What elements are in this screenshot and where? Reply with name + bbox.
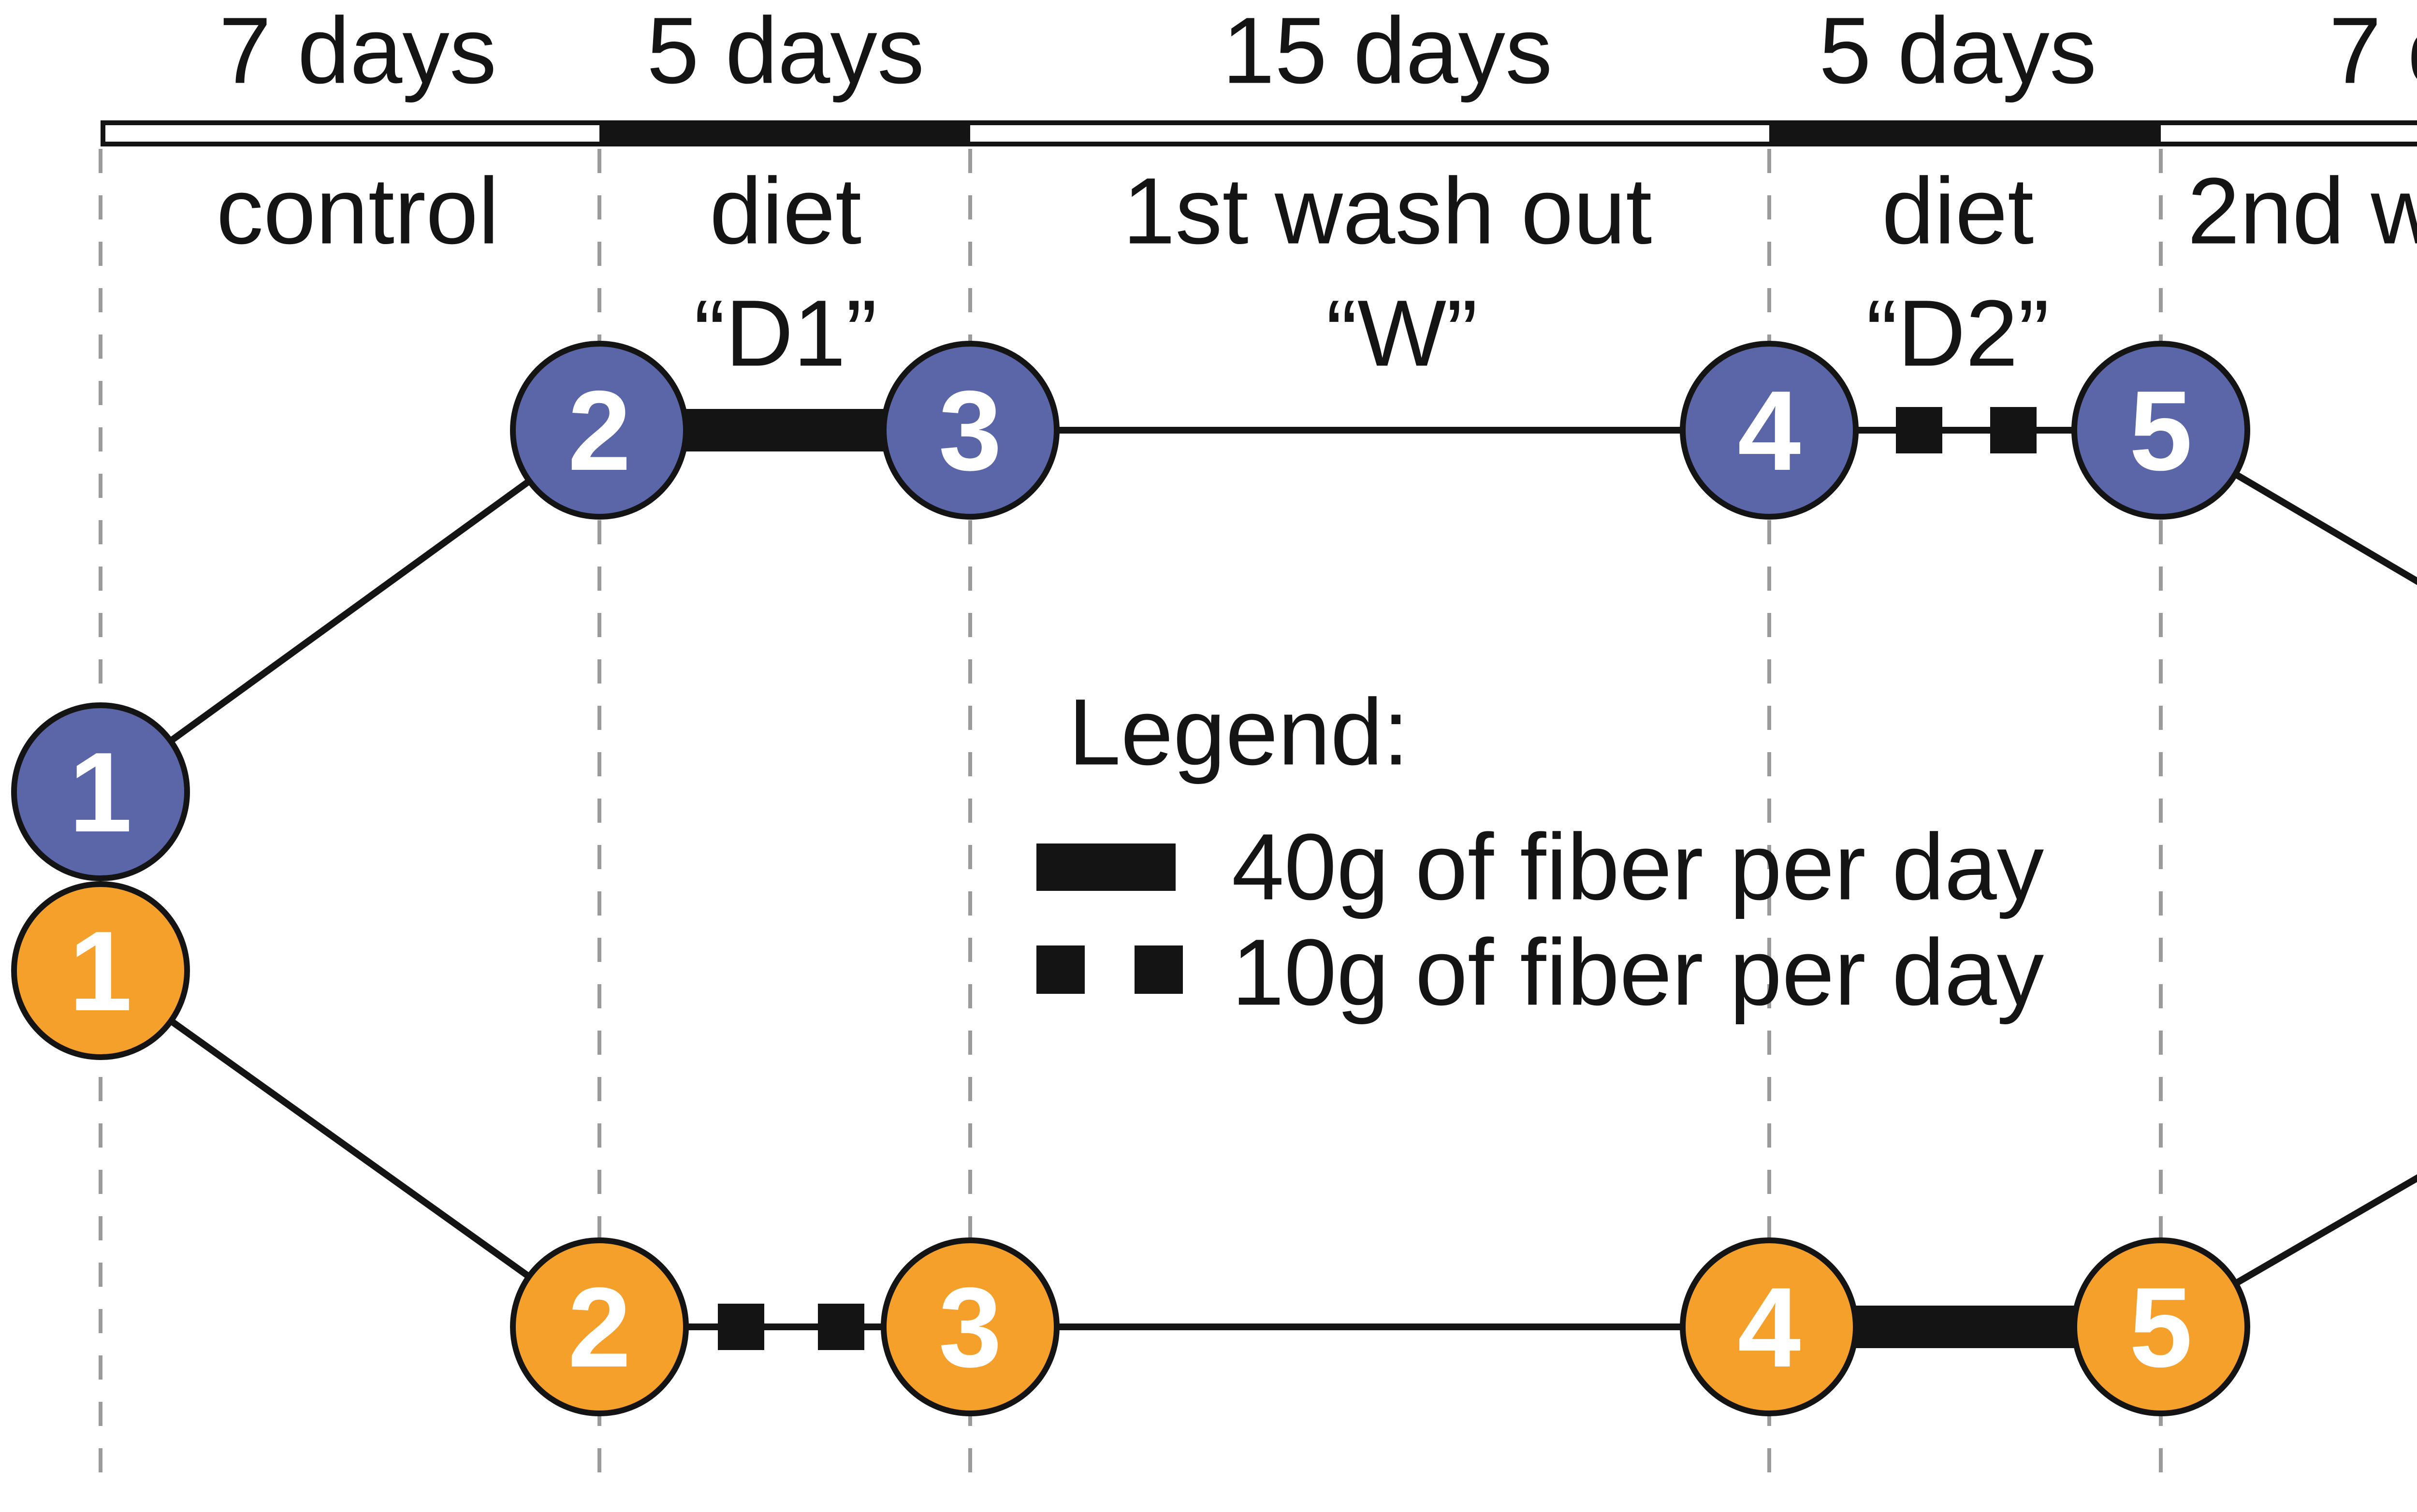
blue-connector-5-6 — [2159, 427, 2417, 585]
legend-title: Legend: — [1068, 679, 1409, 785]
legend-solid-bar-swatch — [1036, 843, 1176, 891]
legend-item-label: 40g of fiber per day — [1232, 814, 2044, 920]
phase-code-label: “W” — [1326, 280, 1478, 386]
timeline-diet1-segment — [599, 120, 970, 146]
blue-connector-1-2 — [98, 427, 602, 795]
phase-name-label: 2nd wash out — [2187, 158, 2417, 264]
phase-name-label: 1st wash out — [1122, 158, 1652, 264]
study-node-blue-4: 4 — [1680, 341, 1859, 520]
phase-duration-label: 5 days — [646, 0, 925, 103]
study-node-orange-5: 5 — [2071, 1237, 2250, 1416]
phase-duration-label: 5 days — [1819, 0, 2097, 103]
legend-dashed-square-swatch — [1036, 945, 1085, 994]
legend-dashed-square-swatch — [1135, 945, 1183, 994]
low-fiber-square — [718, 1304, 764, 1350]
phase-code-label: “D2” — [1866, 280, 2050, 386]
study-node-blue-5: 5 — [2071, 341, 2250, 520]
phase-name-label: control — [216, 158, 499, 264]
study-node-orange-2: 2 — [510, 1237, 689, 1416]
orange-connector-1-2 — [98, 968, 602, 1330]
study-node-orange-4: 4 — [1680, 1237, 1859, 1416]
legend-item-label: 10g of fiber per day — [1232, 919, 2044, 1025]
phase-duration-label: 7 days — [218, 0, 497, 103]
orange-connector-5-6 — [2159, 1174, 2417, 1330]
phase-duration-label: 7 days — [2329, 0, 2417, 103]
phase-name-label: diet — [709, 158, 862, 264]
study-node-blue-2: 2 — [510, 341, 689, 520]
phase-duration-label: 15 days — [1222, 0, 1553, 103]
low-fiber-square — [818, 1304, 864, 1350]
phase-code-label: “D1” — [694, 280, 877, 386]
study-node-blue-1: 1 — [11, 702, 190, 881]
low-fiber-square — [1990, 407, 2037, 453]
phase-name-label: diet — [1881, 158, 2034, 264]
timeline-diet2-segment — [1769, 120, 2161, 146]
study-node-blue-3: 3 — [881, 341, 1060, 520]
low-fiber-square — [1896, 407, 1942, 453]
study-node-orange-3: 3 — [881, 1237, 1060, 1416]
study-node-orange-1: 1 — [11, 881, 190, 1060]
